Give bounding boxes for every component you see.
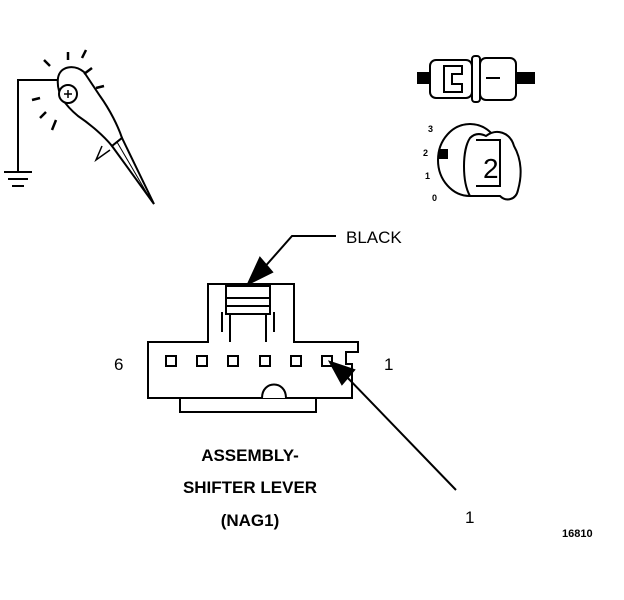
component-title-line-2: SHIFTER LEVER (182, 478, 318, 497)
black-wire-leader (245, 235, 336, 287)
figure-number: 16810 (562, 528, 593, 540)
dial-mark-0: 0 (432, 193, 438, 203)
pin-cavity-1 (321, 355, 333, 367)
dial-mark-3: 3 (428, 124, 434, 134)
wire-color-label: BLACK (346, 228, 402, 247)
pin-cavity-3 (259, 355, 271, 367)
test-light-probe-icon (31, 49, 155, 205)
fuse-connector-icon (417, 55, 535, 103)
component-title-line-1: ASSEMBLY- (201, 446, 299, 465)
ground-symbol-icon (4, 79, 44, 187)
callout-leader (327, 360, 457, 491)
callout-number: 1 (465, 508, 475, 527)
pin-cavities (165, 355, 333, 367)
component-title-line-3: (NAG1) (220, 511, 280, 530)
pin-6-label: 6 (114, 355, 124, 374)
pin-1-label: 1 (384, 355, 394, 374)
pin-cavity-2 (290, 355, 302, 367)
meter-knob-label: 2 (483, 153, 499, 184)
dial-mark-2: 2 (423, 148, 429, 158)
dial-mark-1: 1 (425, 171, 431, 181)
shifter-lever-connector (147, 283, 359, 413)
pin-cavity-6 (165, 355, 177, 367)
pin-cavity-4 (227, 355, 239, 367)
pin-cavity-5 (196, 355, 208, 367)
meter-dial-icon (437, 123, 522, 201)
